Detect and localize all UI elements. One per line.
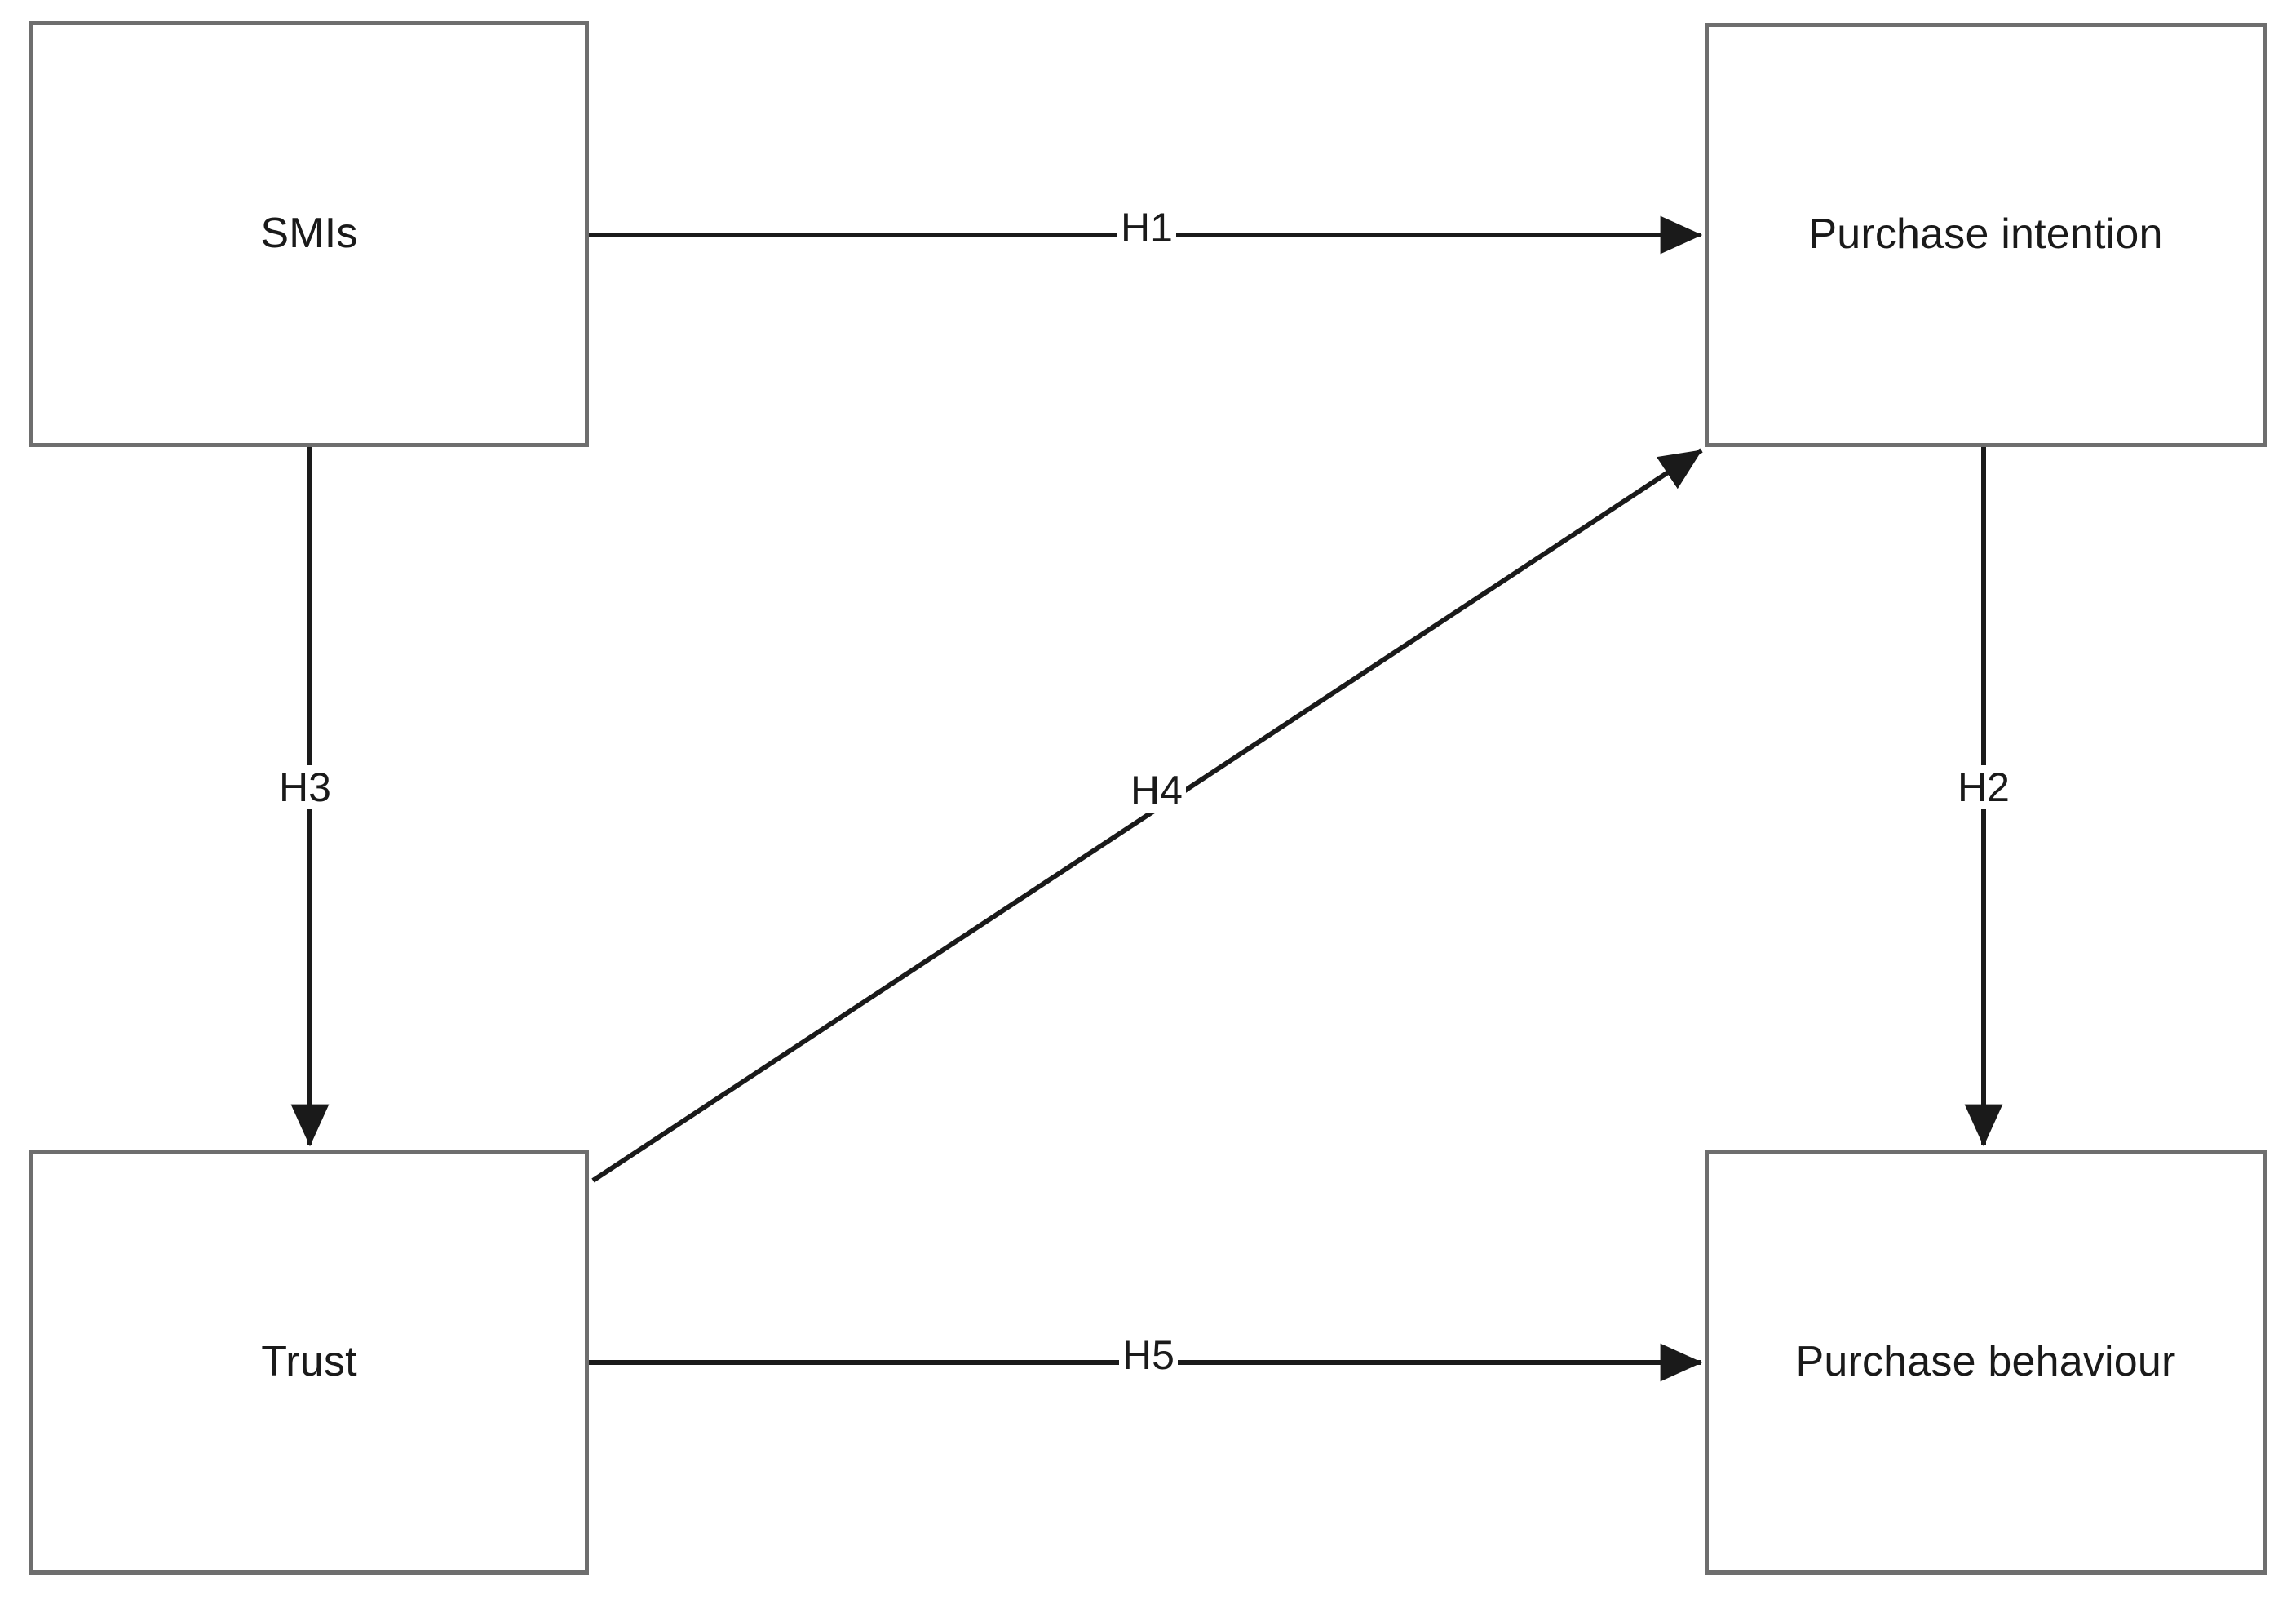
edge-label-h5: H5 [1119,1333,1178,1377]
node-trust-label: Trust [261,1338,357,1386]
edge-label-h1: H1 [1117,206,1176,250]
edge-h4 [591,448,1703,1183]
node-purchase-behaviour[interactable]: Purchase behaviour [1705,1150,2267,1575]
node-smis[interactable]: SMIs [29,21,589,447]
edge-label-h3: H3 [276,765,334,809]
edge-label-h2: H2 [1954,765,2013,809]
node-purchase-behaviour-label: Purchase behaviour [1795,1338,2176,1386]
node-purchase-intention-label: Purchase intention [1808,210,2163,259]
edge-label-h4: H4 [1127,769,1186,813]
node-smis-label: SMIs [260,210,358,258]
node-trust[interactable]: Trust [29,1150,589,1575]
node-purchase-intention[interactable]: Purchase intention [1705,23,2267,447]
